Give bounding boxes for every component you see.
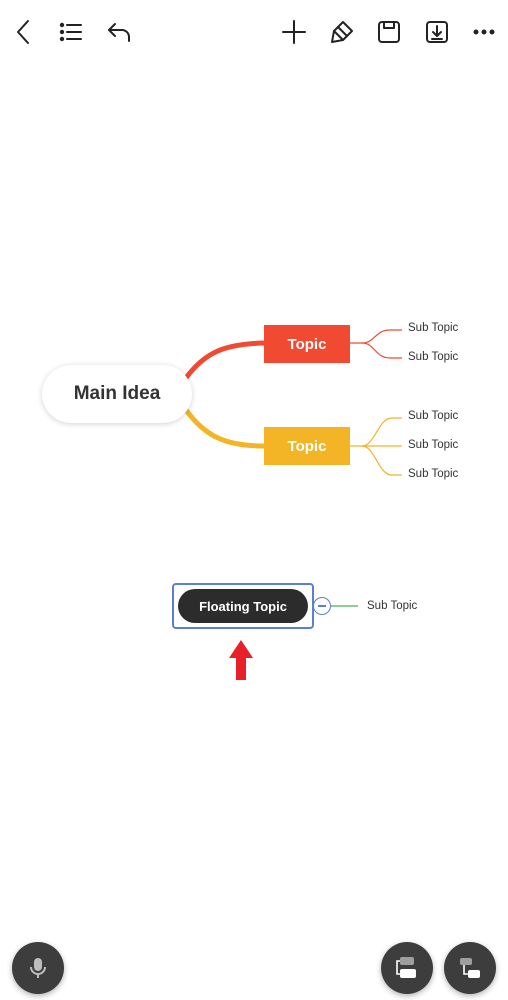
microphone-icon (30, 958, 46, 978)
subtopic-node[interactable]: Sub Topic (408, 439, 459, 451)
save-button[interactable] (371, 14, 407, 50)
branch-topic-2-sub-3 (361, 445, 402, 476)
more-icon (473, 29, 495, 35)
floating-subtopic-node[interactable]: Sub Topic (367, 600, 418, 612)
subtopic-node[interactable]: Sub Topic (408, 468, 459, 480)
topic-node-2[interactable]: Topic (264, 427, 350, 465)
main-idea-node[interactable]: Main Idea (42, 365, 192, 423)
minus-icon (318, 605, 326, 607)
topic-label: Topic (287, 437, 327, 455)
undo-icon (108, 23, 130, 42)
branch-topic-1-sub-2 (361, 342, 402, 359)
voice-input-button[interactable] (12, 942, 64, 994)
annotation-arrow-icon (229, 640, 253, 680)
branch-topic-1-sub-1 (350, 329, 402, 344)
list-icon (59, 22, 82, 42)
format-button[interactable] (324, 14, 360, 50)
outline-button[interactable] (53, 14, 89, 50)
layout-button-2[interactable] (444, 942, 496, 994)
export-button[interactable] (419, 14, 455, 50)
add-topic-button[interactable] (276, 14, 312, 50)
back-button[interactable] (6, 14, 42, 50)
save-icon (378, 21, 400, 43)
topic-label: Topic (287, 335, 327, 353)
subtopic-node[interactable]: Sub Topic (408, 322, 459, 334)
plus-icon (282, 20, 306, 44)
branch-main-to-topic-1 (183, 340, 265, 380)
subtopic-node[interactable]: Sub Topic (408, 410, 459, 422)
layout-button-1[interactable] (381, 942, 433, 994)
undo-button[interactable] (101, 14, 137, 50)
floating-topic-label: Floating Topic (199, 598, 287, 614)
layout-icon (396, 957, 416, 978)
download-icon (426, 21, 448, 43)
subtopic-node[interactable]: Sub Topic (408, 351, 459, 363)
collapse-button[interactable] (313, 597, 331, 615)
topic-node-1[interactable]: Topic (264, 325, 350, 363)
layout-tree-icon (460, 958, 480, 978)
main-idea-label: Main Idea (73, 383, 161, 404)
paint-brush-icon (331, 21, 353, 43)
more-button[interactable] (466, 14, 502, 50)
branch-main-to-topic-2 (183, 408, 265, 449)
branch-topic-2-sub-1 (350, 417, 402, 447)
floating-topic-node[interactable]: Floating Topic (178, 589, 308, 623)
chevron-left-icon (17, 20, 29, 44)
